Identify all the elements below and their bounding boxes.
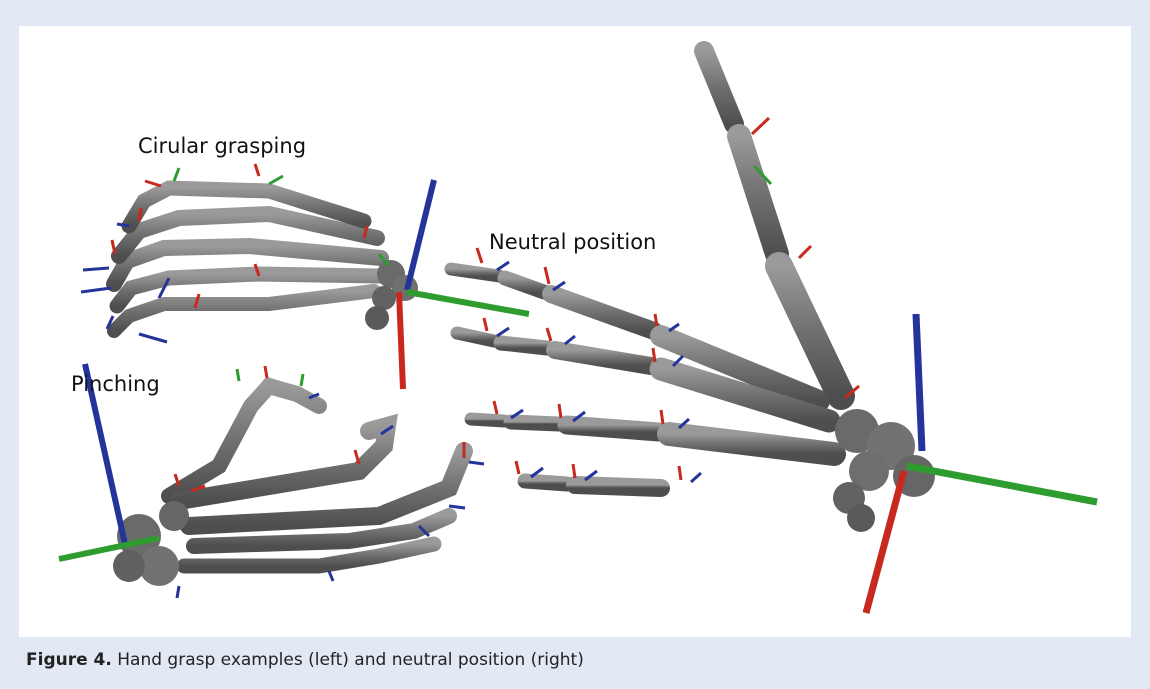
figure-caption: Figure 4. Hand grasp examples (left) and… [26,650,584,670]
pinching-label: Pinching [71,372,160,396]
figure-caption-label: Figure 4. [26,650,112,670]
pinching-hand-skeleton [113,386,464,586]
neutral-position-label: Neutral position [489,230,656,254]
figure-panel: Cirular grasping Neutral position Pinchi… [19,26,1131,637]
figure-caption-text: Hand grasp examples (left) and neutral p… [112,650,584,670]
hand-skeleton-illustration [19,26,1131,637]
neutral-hand-skeleton [451,51,935,532]
neutral-hand-axes [477,118,1097,613]
circular-grasp-hand-skeleton [114,188,418,331]
circular-grasping-label: Cirular grasping [138,134,306,158]
